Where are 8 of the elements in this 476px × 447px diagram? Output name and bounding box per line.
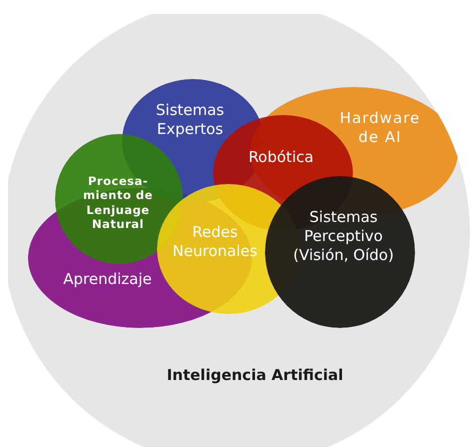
area-label: Sistemas Perceptivo (Visión, Oído) [292, 208, 395, 264]
area-label: Redes Neuronales [172, 223, 258, 260]
area-label: Hardware de AI [338, 109, 422, 146]
area-label: Sistemas Expertos [154, 101, 226, 138]
area-label: Robótica [247, 148, 315, 167]
area-label: Inteligencia Artificial [166, 366, 344, 385]
area-label: Aprendizaje [62, 270, 153, 289]
area-label: Procesa- miento de Lenjuage Natural [82, 174, 154, 232]
